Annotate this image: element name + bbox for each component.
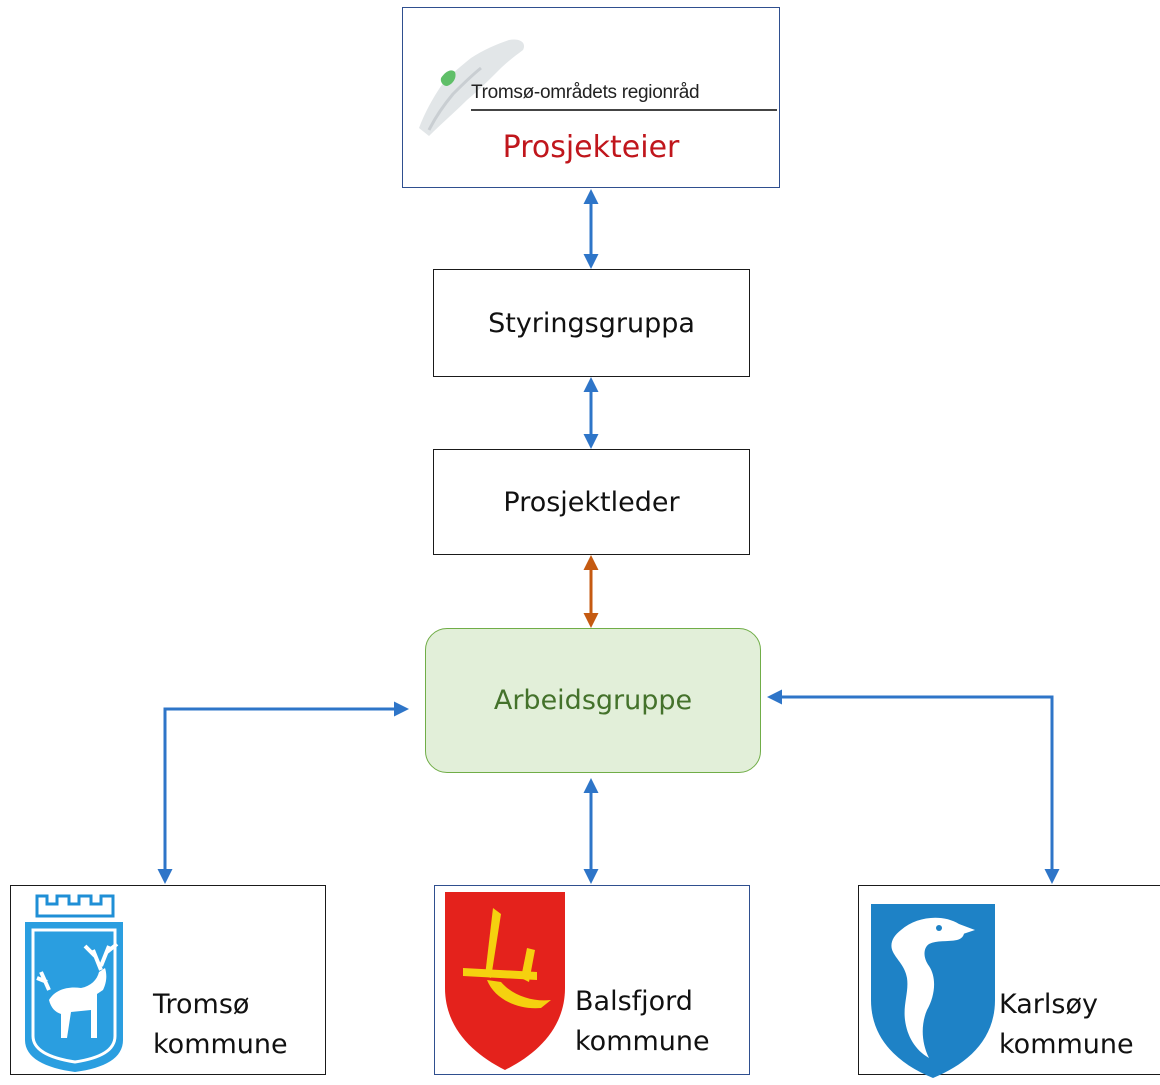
- karlsoy-name-line1: Karlsøy: [999, 989, 1098, 1020]
- tromso-name-line1: Tromsø: [153, 989, 250, 1020]
- balsfjord-name-line1: Balsfjord: [575, 986, 693, 1017]
- project-leader-box: Prosjektleder: [433, 449, 750, 555]
- arrow-workgroup-tromso: [157, 701, 409, 884]
- karlsoy-name-line2: kommune: [999, 1029, 1134, 1060]
- work-group-box: Arbeidsgruppe: [425, 628, 761, 773]
- municipality-karlsoy-box: Karlsøy kommune: [858, 885, 1160, 1078]
- work-group-label: Arbeidsgruppe: [493, 685, 693, 716]
- project-leader-label: Prosjektleder: [503, 486, 680, 518]
- municipality-tromso-box: Tromsø kommune: [10, 885, 326, 1075]
- owner-organization-name: Tromsø-områdets regionråd: [471, 82, 700, 103]
- owner-underline: [471, 109, 777, 111]
- arrow-workgroup-karlsoy: [767, 689, 1060, 884]
- reindeer-crest-icon: [25, 894, 123, 1072]
- region-map-logo-icon: [419, 39, 525, 136]
- balsfjord-name-line2: kommune: [575, 1026, 710, 1057]
- project-owner-box: Tromsø-områdets regionråd Prosjekteier: [402, 7, 780, 188]
- connectors: [157, 189, 1060, 884]
- steering-group-label: Styringsgruppa: [488, 307, 695, 339]
- municipality-balsfjord-box: Balsfjord kommune: [434, 885, 750, 1075]
- eagle-crest-icon: [871, 904, 995, 1078]
- tromso-name-line2: kommune: [153, 1029, 288, 1060]
- owner-role-label: Prosjekteier: [502, 130, 680, 165]
- plough-crest-icon: [445, 892, 565, 1070]
- steering-group-box: Styringsgruppa: [433, 269, 750, 377]
